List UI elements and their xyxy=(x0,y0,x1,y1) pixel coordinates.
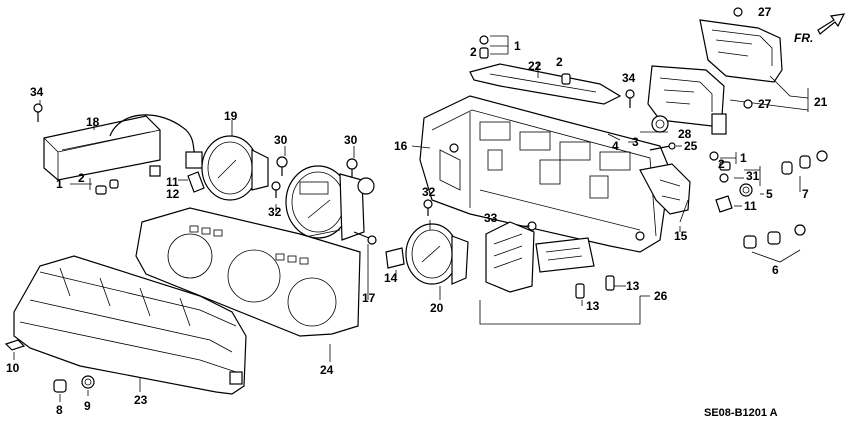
callout-9: 9 xyxy=(84,399,91,413)
part-1-2-bulb-top xyxy=(479,35,489,59)
callout-1: 1 xyxy=(514,39,521,53)
callout-3: 3 xyxy=(632,135,639,149)
leader-lines xyxy=(13,35,801,402)
callout-5: 5 xyxy=(766,187,773,201)
part-21-bracket xyxy=(647,19,809,135)
callout-25: 25 xyxy=(684,139,698,153)
part-24-lens-panel xyxy=(135,207,361,337)
callout-11: 11 xyxy=(166,175,179,189)
callout-2: 2 xyxy=(556,55,563,69)
part-14-clip xyxy=(385,247,405,269)
part-23-meter-visor xyxy=(13,255,247,395)
part-17-screw xyxy=(353,231,377,245)
part-19-tachometer xyxy=(191,135,269,201)
callout-32: 32 xyxy=(268,205,282,219)
callout-30: 30 xyxy=(344,133,358,147)
diagram-code: SE08-B1201 A xyxy=(704,407,778,419)
callout-10: 10 xyxy=(6,361,20,375)
callout-20: 20 xyxy=(430,301,444,315)
callout-2: 2 xyxy=(470,45,477,59)
part-18-gauge-module xyxy=(43,114,203,181)
part-20-gauge xyxy=(405,223,469,285)
callout-34: 34 xyxy=(622,71,636,85)
callout-15: 15 xyxy=(674,229,688,243)
part-speedometer xyxy=(285,165,375,241)
part-6-bulbs xyxy=(743,224,806,249)
part-26-printed-circuit xyxy=(479,221,641,325)
callout-13: 13 xyxy=(586,299,600,313)
part-8-bulb xyxy=(53,379,67,393)
part-22-panel-strip xyxy=(469,62,622,105)
callout-27: 27 xyxy=(758,97,772,111)
callout-31: 31 xyxy=(746,169,760,183)
callout-7: 7 xyxy=(802,187,809,201)
callout-18: 18 xyxy=(86,115,100,129)
part-11-clip-left xyxy=(187,171,205,193)
part-11-clip-right xyxy=(715,195,733,213)
part-30-screw-a xyxy=(276,156,288,176)
callout-labels: 1 2 2 34 22 34 27 27 21 18 19 30 30 16 2… xyxy=(6,5,828,417)
callout-23: 23 xyxy=(134,393,148,407)
part-7-bulbs xyxy=(781,150,828,175)
callout-19: 19 xyxy=(224,109,238,123)
part-9-socket xyxy=(81,375,95,389)
part-16-meter-housing xyxy=(419,95,671,253)
part-34-screw-b xyxy=(625,89,635,108)
part-32-screw-a xyxy=(271,181,281,198)
front-direction-arrow: FR. xyxy=(794,13,846,45)
part-27-screw-a xyxy=(733,7,743,17)
part-31-socket xyxy=(719,173,729,183)
part-5-socket xyxy=(739,183,753,197)
part-1-2-bulb-right xyxy=(709,151,731,171)
part-10-clip xyxy=(4,339,26,351)
callout-11: 11 xyxy=(744,199,757,213)
part-1-2-bulb-left xyxy=(95,179,119,195)
callout-1: 1 xyxy=(56,177,63,191)
callout-8: 8 xyxy=(56,403,63,417)
part-15-bracket xyxy=(639,163,691,223)
callout-2: 2 xyxy=(78,171,85,185)
callout-34: 34 xyxy=(30,85,44,99)
part-27-screw-b xyxy=(743,99,753,109)
part-34-screw-a xyxy=(33,103,43,122)
callout-14: 14 xyxy=(384,271,398,285)
callout-27: 27 xyxy=(758,5,772,19)
callout-26: 26 xyxy=(654,289,668,303)
callout-28: 28 xyxy=(678,127,692,141)
callout-16: 16 xyxy=(394,139,408,153)
callout-6: 6 xyxy=(772,263,779,277)
callout-33: 33 xyxy=(484,211,498,225)
callout-12: 12 xyxy=(166,187,180,201)
callout-4: 4 xyxy=(612,139,619,153)
part-30-screw-b xyxy=(346,158,358,178)
part-32-screw-b xyxy=(423,199,433,216)
callout-22: 22 xyxy=(528,59,542,73)
part-13-bulb-a xyxy=(605,275,615,291)
callout-13: 13 xyxy=(626,279,640,293)
front-marker-label: FR. xyxy=(794,31,813,45)
callout-30: 30 xyxy=(274,133,288,147)
part-25-screw xyxy=(649,142,676,151)
part-2-bulb-mid xyxy=(561,73,571,85)
part-13-bulb-b xyxy=(575,283,585,299)
callout-17: 17 xyxy=(362,291,376,305)
callout-2: 2 xyxy=(718,157,725,171)
part-28-ring xyxy=(651,115,669,133)
callout-21: 21 xyxy=(814,95,828,109)
callout-1: 1 xyxy=(740,151,747,165)
callout-32: 32 xyxy=(422,185,436,199)
callout-24: 24 xyxy=(320,363,334,377)
